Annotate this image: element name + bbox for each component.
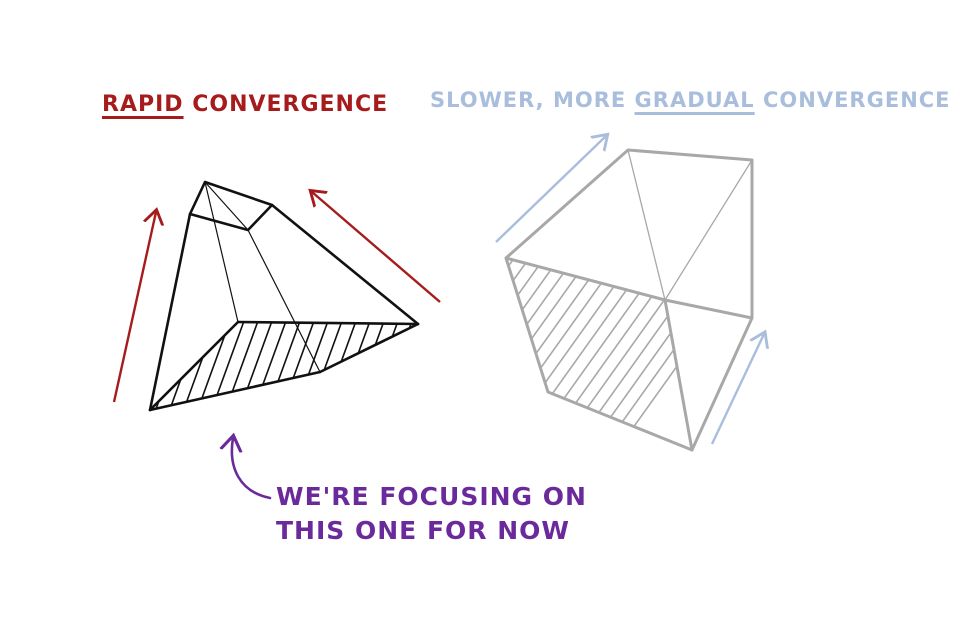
hatch-line [295,250,445,460]
hatch-line [506,258,551,450]
gradual-box-hatching [250,250,692,460]
hatch-line [506,258,581,450]
curved-pointer-arrow-icon [232,438,272,500]
hatch-line [594,258,692,450]
focus-note-line-1: WE'RE FOCUSING ON [276,482,587,511]
hatch-line [506,258,521,450]
convergence-arrow-icon [710,334,764,445]
rapid-convergence-box [148,180,420,412]
gradual-convergence-box [504,148,754,452]
hatch-line [355,250,505,460]
hatch-line [325,250,475,460]
hatch-line [506,258,626,450]
title-rest-left: CONVERGENCE [192,92,389,117]
focus-note: WE'RE FOCUSING ON THIS ONE FOR NOW [276,480,587,548]
focus-note-line-2: THIS ONE FOR NOW [276,516,570,545]
convergence-arrow-icon [312,192,441,303]
title-rest-right: CONVERGENCE [763,88,951,112]
convergence-arrow-icon [495,136,606,243]
rapid-convergence-title: RAPID CONVERGENCE [102,92,388,117]
hatch-line [310,250,460,460]
gradual-convergence-title: SLOWER, MORE GRADUAL CONVERGENCE [430,88,951,112]
title-emphasis-gradual: GRADUAL [634,88,755,112]
hatch-line [609,258,692,450]
hatch-line [579,258,692,450]
convergence-arrow-icon [112,212,156,403]
hatch-line [506,258,596,450]
hatch-line [250,250,400,460]
title-prefix-right: SLOWER, MORE [430,88,627,112]
hatch-line [506,258,566,450]
title-emphasis-rapid: RAPID [102,92,184,117]
